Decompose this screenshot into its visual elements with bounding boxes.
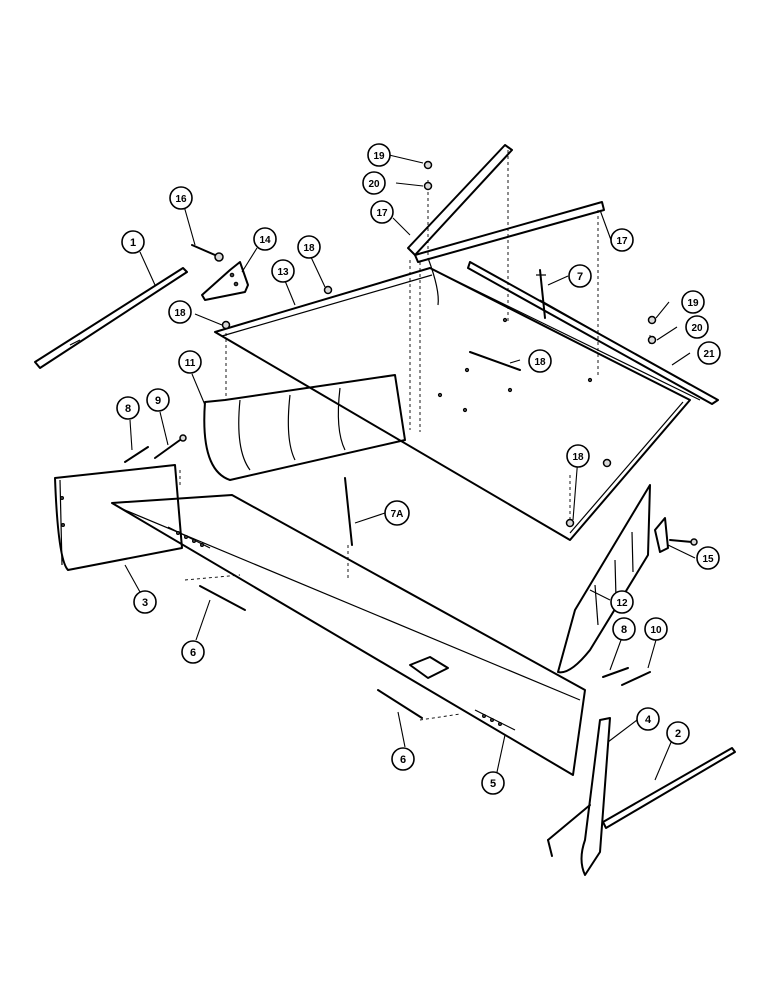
svg-text:5: 5 (490, 778, 496, 790)
svg-text:18: 18 (534, 357, 546, 368)
svg-text:11: 11 (185, 358, 196, 369)
guide-lines (179, 150, 651, 721)
callout-19-right: 19 (681, 290, 705, 314)
callout-4: 4 (636, 707, 660, 731)
svg-text:8: 8 (125, 403, 131, 415)
svg-text:4: 4 (645, 714, 652, 726)
svg-text:10: 10 (650, 625, 662, 636)
svg-text:2: 2 (675, 728, 681, 740)
svg-text:20: 20 (368, 179, 380, 190)
svg-text:8: 8 (621, 624, 627, 636)
svg-text:1: 1 (130, 237, 136, 249)
svg-text:7A: 7A (391, 509, 404, 520)
svg-text:17: 17 (616, 236, 628, 247)
part-8-10-pins-right (602, 667, 651, 686)
callout-7a: 7A (384, 500, 410, 526)
callout-18-b: 18 (297, 235, 321, 259)
svg-text:17: 17 (376, 208, 388, 219)
part-8-9-pins-left (124, 434, 187, 463)
part-13-main-deck (214, 267, 701, 541)
part-14-bracket (201, 261, 249, 301)
part-12-side-panel (557, 484, 651, 674)
svg-text:19: 19 (687, 298, 699, 309)
callout-18-d: 18 (566, 444, 590, 468)
svg-text:6: 6 (190, 647, 196, 659)
svg-text:19: 19 (373, 151, 385, 162)
callout-20-top: 20 (362, 171, 386, 195)
callout-1: 1 (121, 230, 145, 254)
svg-text:3: 3 (142, 597, 148, 609)
callout-11: 11 (178, 350, 202, 374)
hardware-washers (221, 160, 657, 528)
callout-10: 10 (644, 617, 668, 641)
svg-text:15: 15 (702, 554, 714, 565)
callout-14: 14 (253, 227, 277, 251)
callout-6-upper: 6 (181, 640, 205, 664)
part-15-bracket (654, 517, 698, 553)
svg-text:16: 16 (175, 194, 187, 205)
part-11-curved-panel (203, 374, 406, 481)
callout-19-top: 19 (367, 143, 391, 167)
part-17-rods (407, 144, 605, 306)
svg-text:18: 18 (303, 243, 315, 254)
svg-text:18: 18 (174, 308, 186, 319)
callout-8-left: 8 (116, 396, 140, 420)
part-4-end-bracket (547, 717, 611, 876)
part-6-strip-upper (199, 585, 246, 611)
part-16-bolt (191, 244, 224, 262)
part-5-floor-panel (111, 494, 586, 776)
svg-text:20: 20 (691, 323, 703, 334)
callout-18-a: 18 (168, 300, 192, 324)
svg-text:6: 6 (400, 754, 406, 766)
svg-text:18: 18 (572, 452, 584, 463)
svg-text:9: 9 (155, 395, 161, 407)
part-1-strip (34, 267, 188, 369)
svg-text:13: 13 (277, 267, 289, 278)
callout-8-right: 8 (612, 617, 636, 641)
part-7-clip (536, 269, 546, 319)
part-3-end-panel (54, 464, 183, 571)
callouts: 1 2 3 4 5 6 6 7 (116, 143, 721, 795)
part-21-side-rail (467, 261, 719, 405)
callout-12: 12 (610, 590, 634, 614)
part-7a-bar (344, 477, 353, 546)
svg-text:7: 7 (577, 271, 583, 283)
callout-7: 7 (568, 264, 592, 288)
callout-18-c: 18 (528, 349, 552, 373)
callout-5: 5 (481, 771, 505, 795)
callout-13: 13 (271, 259, 295, 283)
callout-17-left: 17 (370, 200, 394, 224)
callout-6-lower: 6 (391, 747, 415, 771)
svg-text:12: 12 (616, 598, 628, 609)
callout-3: 3 (133, 590, 157, 614)
leader-lines (124, 154, 696, 781)
callout-21: 21 (697, 341, 721, 365)
callout-2: 2 (666, 721, 690, 745)
callout-20-right: 20 (685, 315, 709, 339)
svg-text:21: 21 (703, 349, 715, 360)
callout-16: 16 (169, 186, 193, 210)
part-6-strip-lower (377, 689, 423, 719)
callout-9: 9 (146, 388, 170, 412)
callout-15: 15 (696, 546, 720, 570)
callout-17-right: 17 (610, 228, 634, 252)
part-2-bar (602, 747, 736, 829)
svg-text:14: 14 (259, 235, 271, 246)
